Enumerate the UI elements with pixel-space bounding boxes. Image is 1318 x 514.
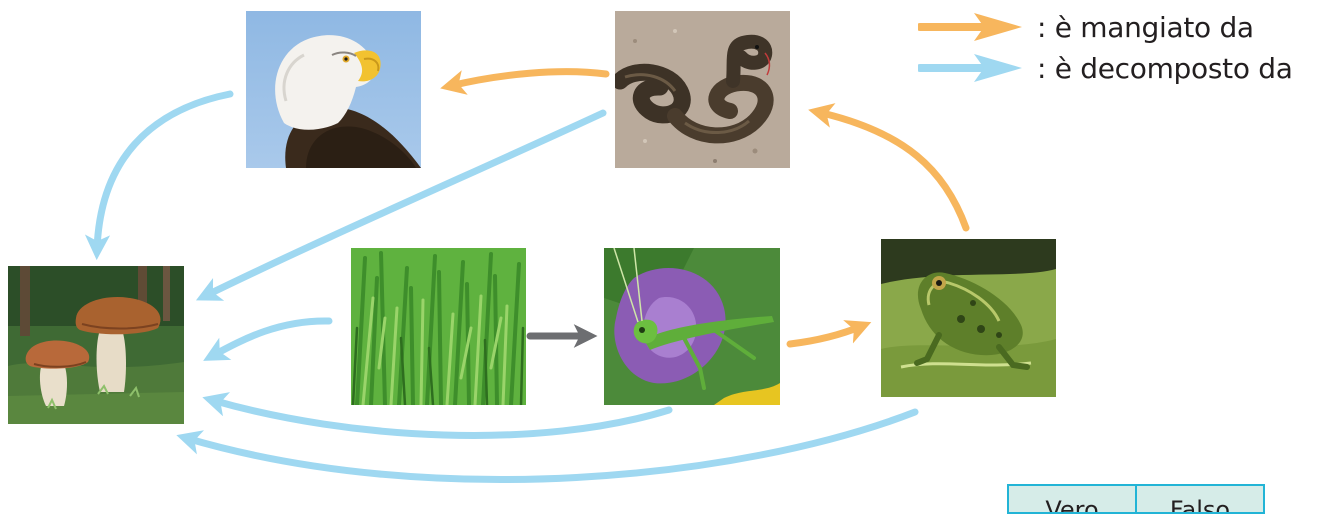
arrow-grass-to-mushroom [212,321,329,356]
legend-eaten-by: : è mangiato da [918,10,1254,44]
legend-decomposed-by-label: : è decomposto da [1037,52,1293,85]
arrow-grasshopper-to-frog [790,326,862,344]
true-false-answer-box: Vero Falso [1007,484,1265,514]
grass-image [351,248,526,405]
eagle-image [246,11,421,168]
snake-image [615,11,790,168]
mushroom-image [8,266,184,424]
arrow-grasshopper-to-mushroom [212,400,669,435]
frog-image [881,239,1056,397]
false-option[interactable]: Falso [1135,486,1263,512]
arrow-frog-to-snake [818,112,966,228]
legend-eaten-by-label: : è mangiato da [1037,11,1254,44]
orange-arrow-icon [918,10,1023,44]
true-option[interactable]: Vero [1009,486,1135,512]
grasshopper-image [604,248,780,405]
blue-arrow-icon [918,51,1023,85]
arrow-snake-to-eagle [450,72,606,86]
legend-decomposed-by: : è decomposto da [918,51,1293,85]
arrow-eagle-to-mushroom [97,94,230,250]
